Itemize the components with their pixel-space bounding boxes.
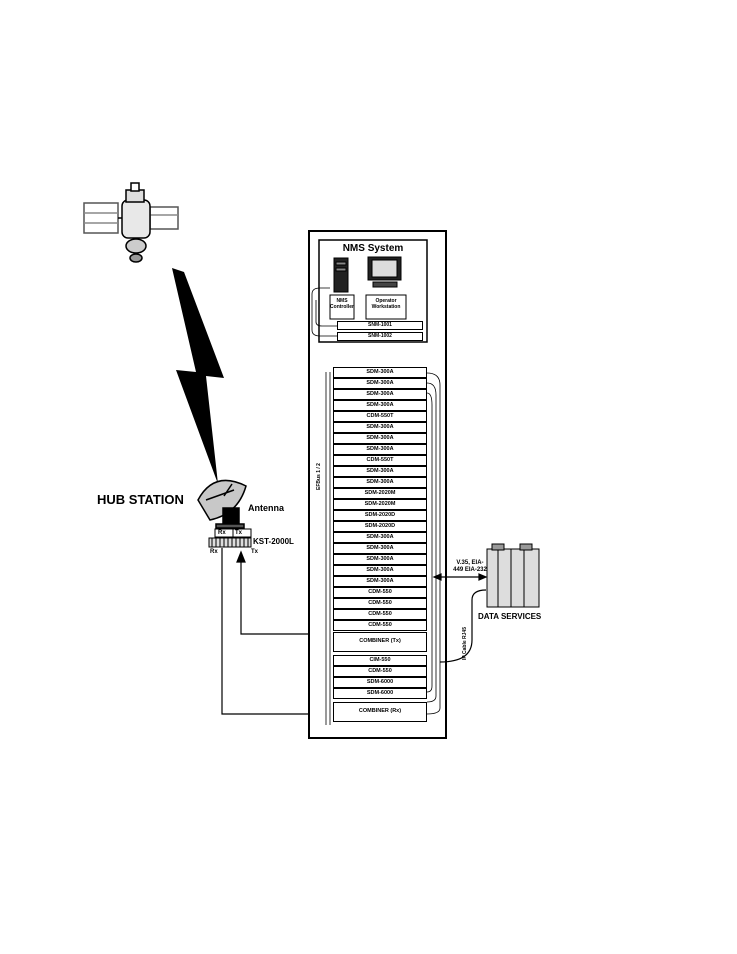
nms-system-title: NMS System [342,243,404,254]
module: SDM-300A [333,543,427,554]
rx-line-label: Rx [210,549,218,555]
lightning-bolt-icon [172,268,224,484]
kst-label: KST-2000L [253,537,294,546]
combiner-rx: COMBINER (Rx) [333,702,427,722]
hub-station-label: HUB STATION [97,492,184,507]
module: SDM-300A [333,433,427,444]
antenna-dish-icon [197,479,247,529]
module: SDM-300A [333,477,427,488]
kst-rx-label: Rx [218,530,226,536]
kst-transceiver [208,528,252,548]
module: SDM-2020M [333,488,427,499]
module: SDM-300A [333,576,427,587]
module: SDM-300A [333,422,427,433]
module: CDM-550 [333,609,427,620]
nms-controller-label: NMS Controller [330,298,354,310]
module: CDM-550 [333,587,427,598]
module: CDM-550T [333,411,427,422]
module: SDM-2020M [333,499,427,510]
interface-label: V.35, EIA-449 EIA-232 [453,560,487,573]
module: CDM-550 [333,598,427,609]
satellite-icon [83,182,179,263]
module: SDM-300A [333,466,427,477]
module: CIM-550 [333,655,427,666]
antenna-label: Antenna [248,503,284,513]
module: SDM-300A [333,554,427,565]
module: CDM-550T [333,455,427,466]
data-links [432,573,488,663]
nms-controller-icon [329,257,355,320]
kst-tx-label: Tx [235,530,243,536]
combiner-tx: COMBINER (Tx) [333,632,427,652]
tx-line-label: Tx [251,549,259,555]
module: SDM-300A [333,389,427,400]
snm-1002: SNM-1002 [337,332,423,341]
workstation-icon [365,256,407,320]
efbus-label: EFBus 1 / 2 [316,463,322,490]
module: SDM-300A [333,378,427,389]
module: SDM-300A [333,444,427,455]
module: CDM-550 [333,620,427,631]
module: SDM-300A [333,532,427,543]
rf-cables [221,548,333,715]
operator-workstation-label: Operator Workstation [371,298,401,310]
ip-cable-label: IP Cable RJ45 [462,627,468,660]
module: SDM-2020D [333,521,427,532]
module: SDM-6000 [333,677,427,688]
module: SDM-300A [333,400,427,411]
data-services-cabinet-icon [486,543,540,608]
snm-1001: SNM-1001 [337,321,423,330]
module: SDM-2020D [333,510,427,521]
cable-bundle [311,287,441,725]
module: SDM-300A [333,367,427,378]
module: CDM-550 [333,666,427,677]
module: SDM-300A [333,565,427,576]
module: SDM-6000 [333,688,427,699]
data-services-label: DATA SERVICES [478,612,542,621]
